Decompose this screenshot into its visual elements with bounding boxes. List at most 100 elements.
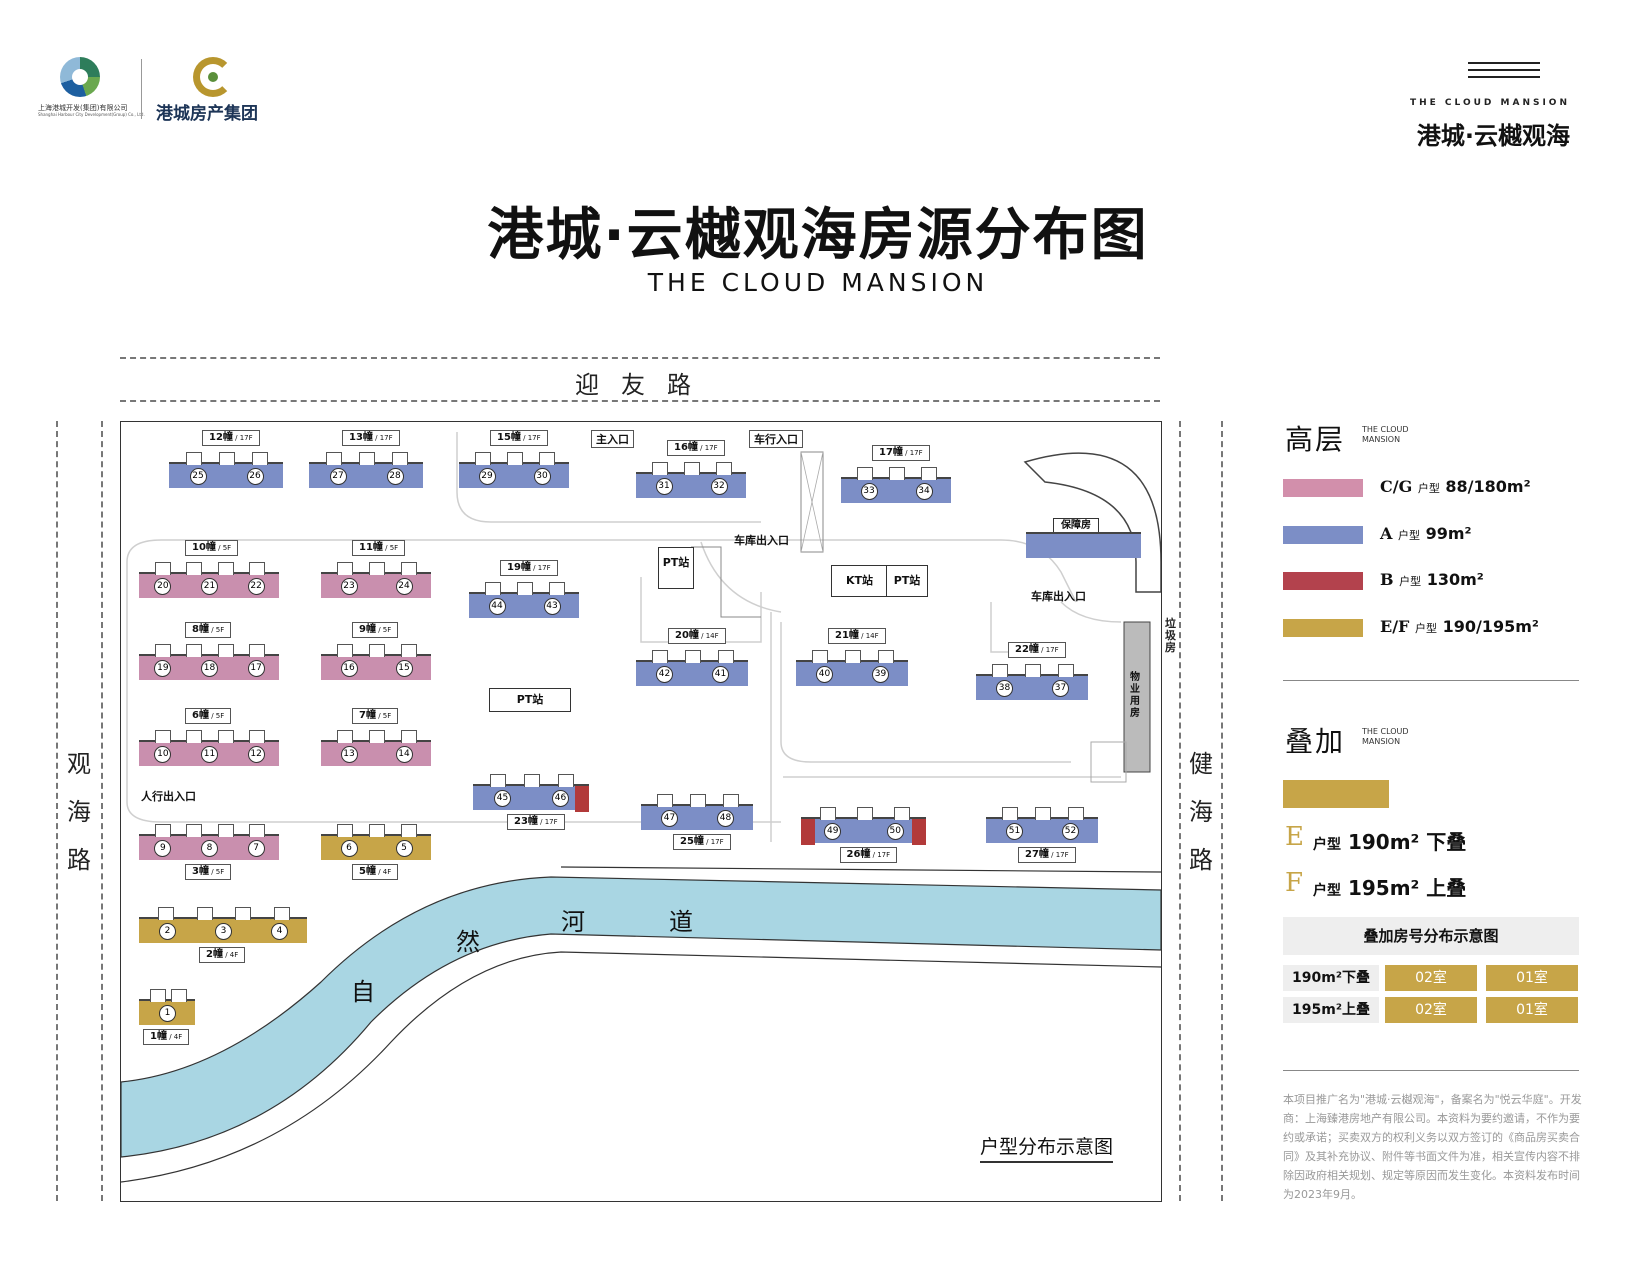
legend-stack-title: 叠加 <box>1285 725 1346 758</box>
road-char: 路 <box>67 846 91 874</box>
building-core <box>524 774 540 787</box>
building-core <box>217 562 234 575</box>
unit-number: 49 <box>824 823 842 840</box>
building-15幢[interactable]: 29 30 <box>459 452 569 488</box>
garage-entrance-label-1: 车库出入口 <box>734 534 789 547</box>
harbour-city-emblem-icon <box>60 57 100 97</box>
building-core <box>149 989 166 1002</box>
unit-number: 34 <box>915 483 933 500</box>
building-core <box>273 907 290 920</box>
building-core <box>217 644 234 657</box>
building-core <box>235 907 252 920</box>
building-core <box>249 730 266 743</box>
building-core <box>337 644 353 657</box>
building-core <box>249 562 266 575</box>
building-floors: / 5F <box>375 712 392 720</box>
building-number: 6幢 <box>192 710 209 721</box>
unit-number: 30 <box>533 468 551 485</box>
legend-f-unit: 户型 <box>1313 883 1341 899</box>
building-core <box>401 730 417 743</box>
unit-number: 16 <box>340 660 358 677</box>
legend-code: E/F <box>1380 617 1410 636</box>
river-char: 道 <box>669 908 693 936</box>
building-label: 9幢 / 5F <box>352 622 399 638</box>
building-core <box>722 794 739 807</box>
brand-en: THE CLOUD MANSION <box>1409 98 1570 108</box>
stack-cell-upper-01: 01室 <box>1486 997 1578 1023</box>
building-core <box>717 650 734 663</box>
pt-station-3: PT站 <box>489 688 571 712</box>
road-char: 海 <box>1189 798 1213 826</box>
legend-text-a: A 户型 99m² <box>1380 524 1472 543</box>
property-office-label: 物业用房 <box>1130 672 1140 719</box>
road-edge-left-1 <box>56 421 58 1201</box>
building-number: 5幢 <box>359 866 376 877</box>
stack-table-title: 叠加房号分布示意图 <box>1283 917 1579 955</box>
project-logo: THE CLOUD MANSION 港城·云樾观海 <box>1370 58 1570 150</box>
building-number: 21幢 <box>835 630 859 641</box>
legend-code: B <box>1380 570 1394 589</box>
building-floors: / 17F <box>537 818 558 826</box>
building-core <box>369 730 385 743</box>
road-label-right: 健 海 路 <box>1186 740 1216 884</box>
building-core <box>877 650 894 663</box>
road-char: 健 <box>1189 750 1213 778</box>
unit-number: 15 <box>395 660 413 677</box>
legend-area: 88/180m² <box>1445 477 1531 496</box>
legend-unit: 户型 <box>1414 622 1437 635</box>
building-core <box>185 452 202 465</box>
river-char: 河 <box>561 908 585 936</box>
unit-number: 19 <box>154 660 172 677</box>
stack-row-label-lower: 190m²下叠 <box>1283 965 1379 991</box>
building-core <box>549 582 565 595</box>
legend-f-desc: 上叠 <box>1426 876 1467 900</box>
company-name: 上海港城开发(集团)有限公司 <box>38 104 128 112</box>
building-label: 2幢 / 4F <box>199 947 246 963</box>
unit-number: 29 <box>478 468 496 485</box>
building-floors: / 5F <box>208 626 225 634</box>
building-core <box>337 730 353 743</box>
legend-text-ef: E/F 户型 190/195m² <box>1380 617 1539 636</box>
stack-cell-lower-02: 02室 <box>1385 965 1477 991</box>
legend-code: C/G <box>1380 477 1413 496</box>
building-core <box>507 452 523 465</box>
building-1幢[interactable]: 1 <box>139 989 195 1025</box>
pt-station-1: PT站 <box>658 547 694 589</box>
legend-unit: 户型 <box>1417 482 1440 495</box>
building-core <box>217 730 234 743</box>
building-core <box>337 562 353 575</box>
building-core <box>819 807 836 820</box>
building-label: 6幢 / 5F <box>185 708 232 724</box>
unit-number: 13 <box>340 746 358 763</box>
unit-number: 37 <box>1052 680 1069 697</box>
garage-entrance-label-2: 车库出入口 <box>1031 590 1086 603</box>
unit-number: 8 <box>201 840 218 857</box>
building-core <box>857 467 873 480</box>
building-core <box>657 794 674 807</box>
building-floors: / 17F <box>232 434 253 442</box>
unit-number: 5 <box>395 840 413 857</box>
building-core <box>170 989 187 1002</box>
river-char: 然 <box>456 928 480 956</box>
